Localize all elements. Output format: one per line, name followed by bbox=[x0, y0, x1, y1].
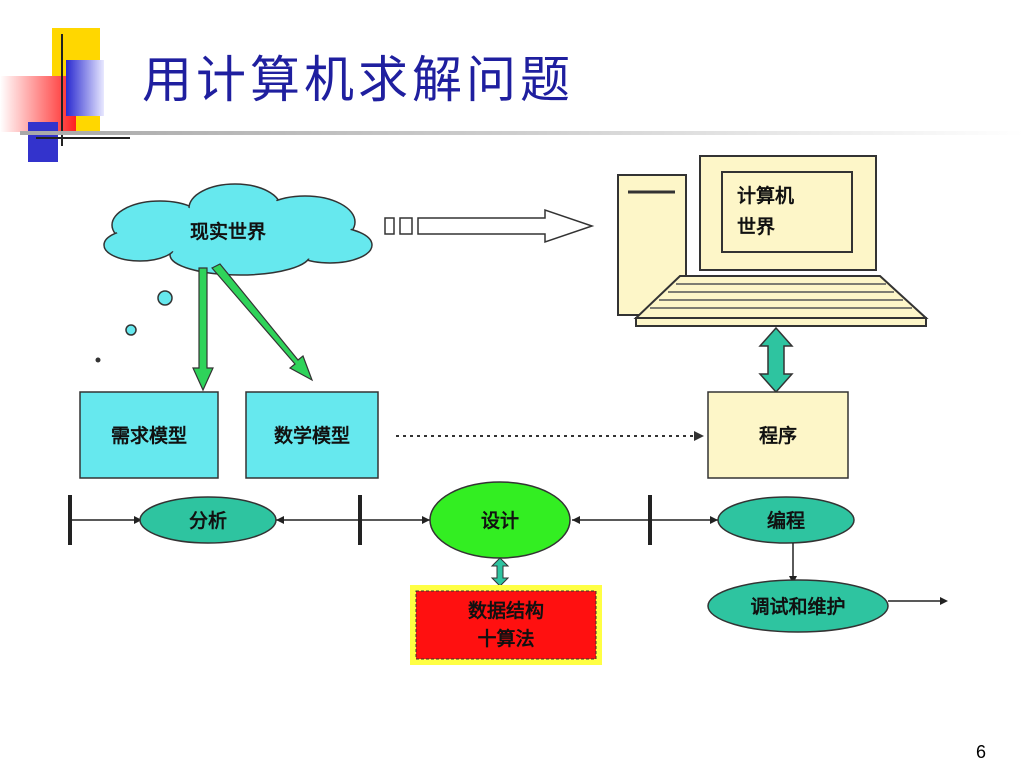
computer-keyboard bbox=[633, 275, 929, 319]
computer-screen-label-line2: 世界 bbox=[737, 216, 775, 238]
real-world-cloud: 现实世界 bbox=[103, 183, 373, 276]
slide-title: 用计算机求解问题 bbox=[142, 51, 574, 109]
computer-screen-label-line1: 计算机 bbox=[737, 184, 794, 207]
real-to-requirements-arrow bbox=[192, 267, 214, 392]
requirements-model-box bbox=[79, 391, 219, 479]
computer-program-double-arrow bbox=[758, 326, 794, 394]
decor-blue-gradient bbox=[66, 60, 104, 116]
debug-maintain-ellipse bbox=[707, 579, 889, 633]
thought-bubble-small bbox=[95, 357, 101, 363]
page-number: 6 bbox=[976, 742, 987, 762]
analysis-ellipse bbox=[139, 496, 277, 544]
math-model-box bbox=[245, 391, 379, 479]
math-model-label: 数学模型 bbox=[274, 424, 350, 447]
decor-blue-square bbox=[28, 122, 58, 162]
coding-ellipse bbox=[717, 496, 855, 544]
program-box bbox=[707, 391, 849, 479]
math-to-program-arrowhead bbox=[694, 431, 704, 441]
debug-outgoing-arrowhead bbox=[940, 597, 948, 605]
computer-icon: 计算机 世界 bbox=[617, 155, 929, 327]
design-label: 设计 bbox=[481, 510, 519, 532]
data-structure-label-line2: 十算法 bbox=[477, 627, 534, 650]
data-structure-box bbox=[415, 590, 597, 660]
real-to-math-arrow bbox=[211, 263, 314, 382]
thought-bubble-medium bbox=[125, 324, 137, 336]
thought-bubble-large bbox=[157, 290, 173, 306]
debug-maintain-label: 调试和维护 bbox=[750, 595, 845, 618]
computer-screen bbox=[721, 171, 853, 253]
timeline-arrowheads bbox=[134, 516, 718, 524]
program-label: 程序 bbox=[759, 424, 797, 447]
process-timeline bbox=[68, 495, 718, 545]
real-world-label: 现实世界 bbox=[190, 220, 266, 243]
requirements-model-label: 需求模型 bbox=[111, 424, 187, 447]
coding-label: 编程 bbox=[767, 509, 805, 532]
data-structure-label-line1: 数据结构 bbox=[468, 599, 544, 622]
real-to-computer-arrow bbox=[384, 208, 595, 244]
analysis-label: 分析 bbox=[189, 509, 227, 532]
corner-decoration-logo bbox=[0, 28, 130, 162]
design-data-structure-double-arrow bbox=[490, 557, 510, 587]
title-divider bbox=[20, 131, 1024, 135]
